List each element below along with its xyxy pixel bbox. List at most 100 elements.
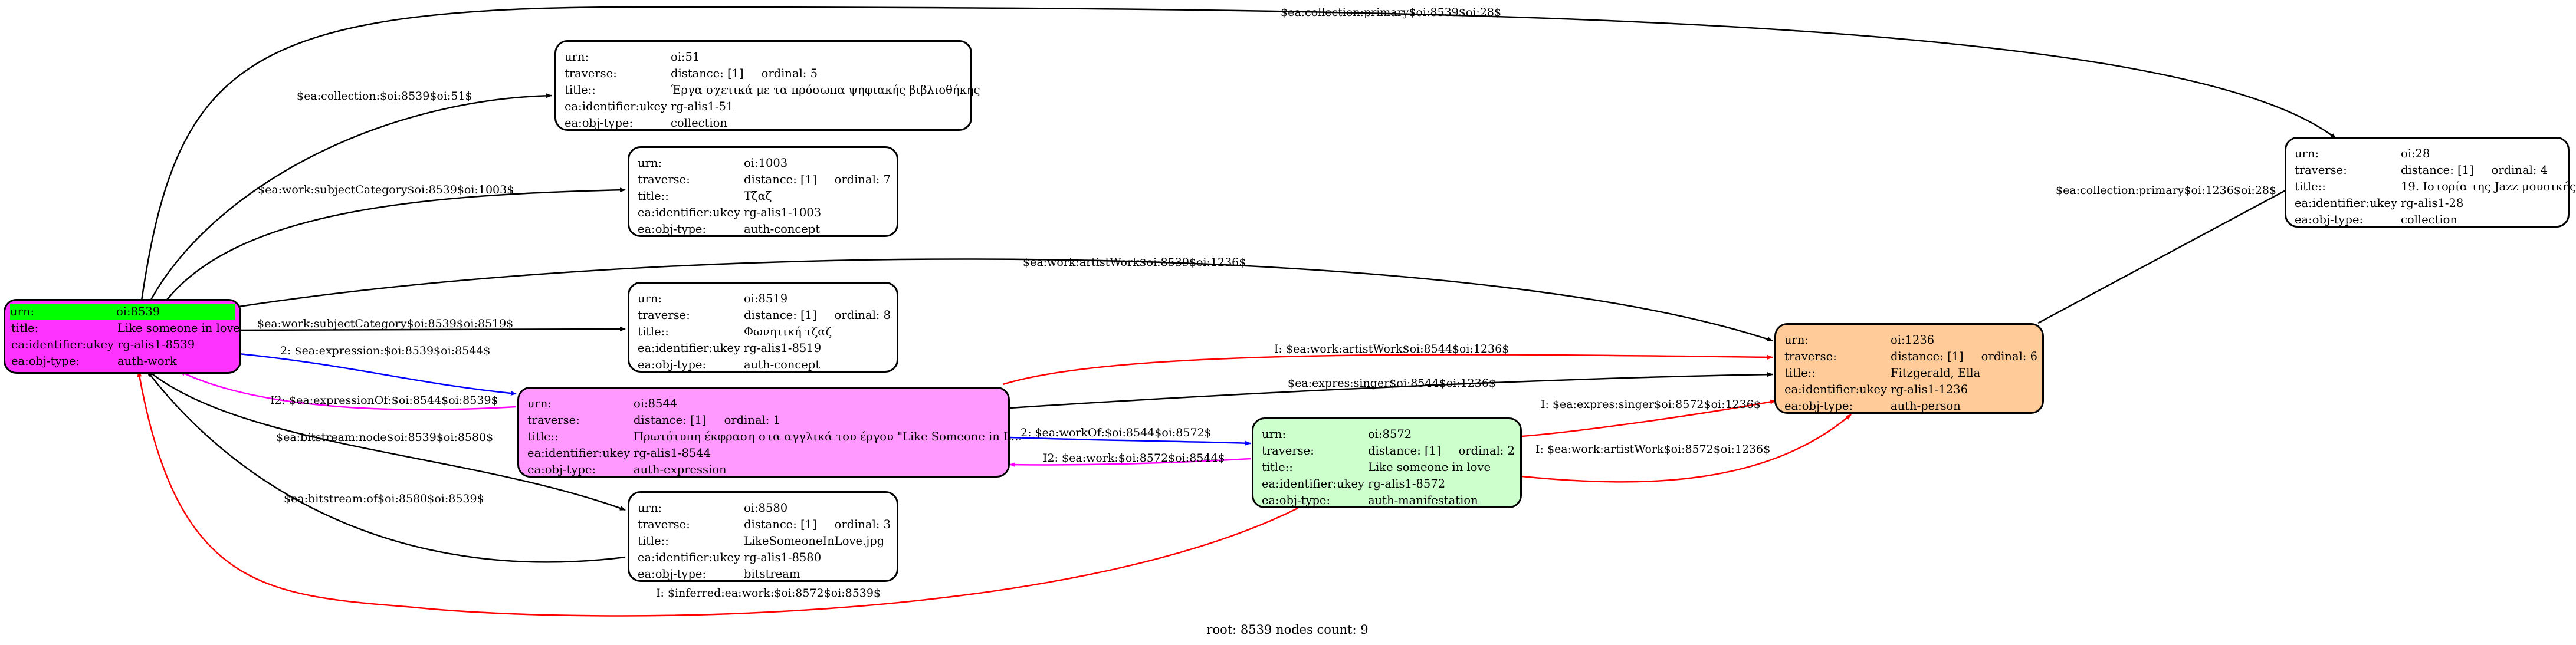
distance-value: distance: [1]: [2401, 163, 2474, 177]
edge-label-inferred-work: I: $inferred:ea:work:$oi:8572$oi:8539$: [656, 587, 881, 600]
title-value: Έργα σχετικά με τα πρόσωπα ψηφιακής βιβλ…: [671, 83, 980, 97]
title-value: 19. Ιστορία της Jazz μουσικής: [2401, 180, 2576, 193]
distance-value: distance: [1]: [744, 173, 817, 186]
node-row-traverse: traverse: distance: [1]ordinal: 8: [638, 307, 891, 324]
title-value: Like someone in love: [1368, 460, 1491, 474]
key-label: title::: [1262, 460, 1293, 474]
edge-workof-8572: [1009, 436, 1251, 446]
edge-I-artistwork-8544: [1002, 354, 1773, 386]
urn-value: oi:28: [2401, 147, 2430, 160]
edge-subject-8519: [238, 327, 626, 332]
ukey-value: rg-alis1-8519: [744, 341, 822, 355]
traverse-value: distance: [1]ordinal: 2: [1368, 443, 1515, 459]
node-row-ukey: ea:identifier:ukey rg-alis1-1236: [1784, 381, 2034, 398]
traverse-value: distance: [1]ordinal: 8: [744, 307, 891, 324]
key-label: ea:identifier:ukey: [638, 341, 740, 355]
urn-value: oi:8519: [744, 292, 788, 305]
traverse-value: distance: [1] ordinal: 5: [671, 65, 962, 82]
node-row-objtype: ea:obj-type:auth-person: [1784, 398, 2034, 414]
title-value: Like someone in love: [117, 321, 241, 335]
key-label: traverse:: [638, 308, 690, 322]
key-label: urn:: [2295, 147, 2319, 160]
ordinal-value: ordinal: 4: [2491, 163, 2548, 177]
node-row-traverse: traverse:distance: [1]ordinal: 5: [565, 65, 962, 82]
node-8544[interactable]: urn:oi:8544 traverse:distance: [1]ordina…: [517, 387, 1022, 478]
node-row-objtype: ea:obj-type:collection: [2295, 212, 2559, 228]
urn-value: oi:8544: [634, 397, 678, 410]
objtype-value: auth-expression: [634, 463, 727, 476]
node-row-urn: urn:oi:8519: [638, 291, 888, 307]
distance-value: distance: [1]: [671, 67, 744, 80]
edge-subject-1003: [165, 187, 626, 302]
node-row-traverse: traverse:distance: [1]ordinal: 1: [527, 412, 1000, 429]
edge-expression-8544: [238, 353, 517, 396]
ordinal-value: ordinal: 3: [834, 518, 891, 531]
edge-label-collection-51: $ea:collection:$oi:8539$oi:51$: [297, 90, 472, 103]
key-label: urn:: [10, 305, 35, 318]
node-1003[interactable]: urn:oi:1003 traverse:distance: [1]ordina…: [628, 146, 898, 237]
distance-value: distance: [1]: [744, 308, 817, 322]
node-8519[interactable]: urn:oi:8519 traverse: distance: [1]ordina…: [628, 282, 898, 373]
edge-bitstream-node: [150, 372, 626, 511]
objtype-value: bitstream: [744, 567, 800, 581]
ukey-value: rg-alis1-1236: [1891, 383, 1968, 396]
node-row-ukey: ea:identifier:ukey rg-alis1-8519: [638, 340, 888, 357]
edge-bitstream-of: [147, 371, 626, 563]
objtype-value: auth-concept: [744, 358, 821, 371]
ukey-value: rg-alis1-28: [2401, 196, 2464, 210]
traverse-value: distance: [1] ordinal: 4: [2401, 162, 2559, 179]
node-row-title: title: Like someone in love: [11, 320, 240, 337]
node-51[interactable]: urn:oi:51 traverse:distance: [1]ordinal:…: [554, 40, 980, 131]
objtype-value: collection: [671, 116, 727, 130]
key-label: urn:: [638, 156, 662, 170]
edge-label-workof-8572: 2: $ea:workOf:$oi:8544$oi:8572$: [1020, 426, 1212, 439]
urn-value: oi:8572: [1368, 427, 1412, 441]
node-1236[interactable]: urn:oi:1236 traverse:distance: [1]ordina…: [1774, 323, 2044, 414]
edge-collection-primary-28: [140, 6, 2337, 301]
key-label: ea:obj-type:: [638, 567, 707, 581]
objtype-value: auth-concept: [744, 222, 821, 236]
title-value: Φωνητική τζαζ: [744, 325, 832, 338]
ordinal-value: ordinal: 2: [1458, 444, 1515, 458]
node-row-objtype: ea:obj-type: bitstream: [638, 566, 888, 583]
key-label: traverse:: [1262, 444, 1314, 458]
node-row-urn: urn:oi:1003: [638, 155, 888, 172]
edge-collection-primary-28b: [2037, 183, 2298, 324]
node-row-urn: urn: oi:8539: [10, 304, 235, 320]
node-row-urn: urn:oi:51: [565, 49, 962, 65]
key-label: traverse:: [2295, 163, 2347, 177]
ordinal-value: ordinal: 7: [834, 173, 891, 186]
node-row-traverse: traverse: distance: [1] ordinal: 4: [2295, 162, 2559, 179]
edge-expressionof-8539: [179, 370, 517, 410]
edge-label-I-artistwork-8544: I: $ea:work:artistWork$oi:8544$oi:1236$: [1274, 343, 1509, 356]
node-row-title: title::Πρωτότυπη έκφραση στα αγγλικά του…: [527, 429, 1022, 445]
node-28[interactable]: urn: oi:28 traverse: distance: [1] ordinal:…: [2285, 137, 2576, 228]
ukey-value: rg-alis1-8544: [634, 446, 711, 460]
ordinal-value: ordinal: 5: [761, 67, 818, 80]
node-row-title: title::Like someone in love: [1262, 459, 1512, 476]
key-label: traverse:: [638, 518, 690, 531]
node-8580[interactable]: urn:oi:8580 traverse:distance: [1]ordina…: [628, 491, 898, 582]
edge-label-work-8544: I2: $ea:work:$oi:8572$oi:8544$: [1043, 452, 1225, 465]
traverse-value: distance: [1]ordinal: 3: [744, 516, 891, 533]
node-root-8539[interactable]: urn: oi:8539 title: Like someone in love…: [4, 299, 241, 374]
edge-singer-8544: [1009, 372, 1773, 409]
key-label: traverse:: [1784, 350, 1837, 363]
node-8572[interactable]: urn:oi:8572 traverse:distance: [1]ordina…: [1252, 417, 1522, 508]
node-row-title: title::Φωνητική τζαζ: [638, 324, 888, 340]
key-label: ea:identifier:ukey: [1784, 383, 1887, 396]
node-row-title: title::Έργα σχετικά με τα πρόσωπα ψηφιακ…: [565, 82, 980, 98]
title-value: Πρωτότυπη έκφραση στα αγγλικά του έργου …: [634, 430, 1022, 443]
node-row-traverse: traverse: distance: [1]ordinal: 3: [638, 516, 891, 533]
key-label: ea:obj-type:: [1262, 493, 1331, 507]
key-label: ea:identifier:ukey: [11, 338, 114, 351]
node-row-objtype: ea:obj-type:collection: [565, 115, 962, 131]
edge-label-expression-8544: 2: $ea:expression:$oi:8539$oi:8544$: [280, 344, 491, 357]
key-label: ea:obj-type:: [2295, 213, 2364, 226]
key-label: ea:obj-type:: [638, 358, 707, 371]
key-label: title::: [638, 534, 669, 548]
key-label: urn:: [1784, 333, 1809, 347]
